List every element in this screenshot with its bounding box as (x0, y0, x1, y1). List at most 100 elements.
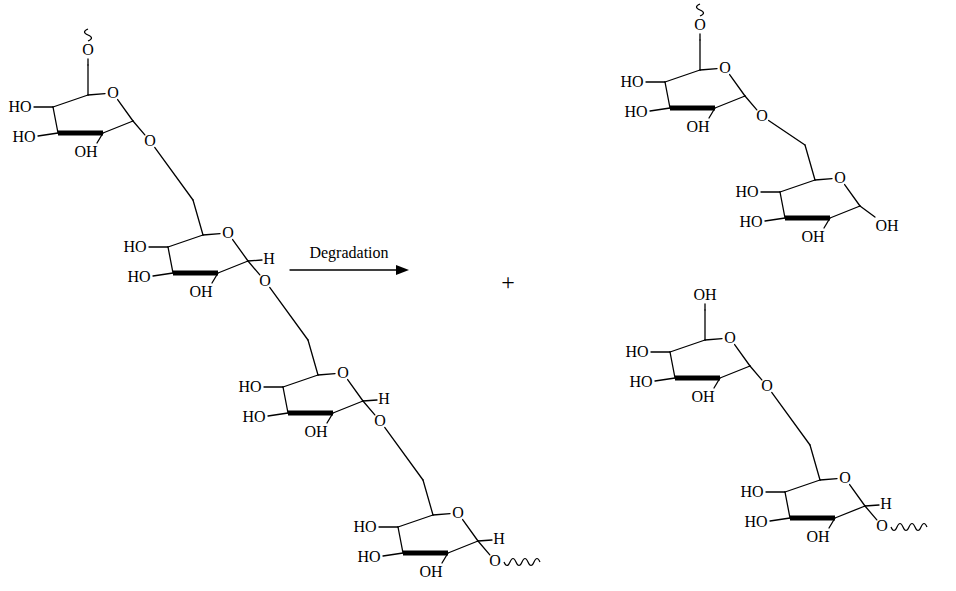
atom-label: OH (806, 529, 829, 545)
bond (830, 206, 860, 218)
atom-label: OH (74, 144, 97, 160)
bond (118, 100, 133, 121)
ring-oxygen: O (452, 505, 464, 521)
bond (363, 401, 375, 415)
bond (463, 520, 478, 541)
bond (88, 94, 105, 95)
glycosidic-oxygen: O (876, 518, 888, 534)
bond (670, 340, 705, 352)
bond (218, 261, 248, 273)
bond (448, 541, 478, 553)
bond (348, 380, 363, 401)
bond (268, 413, 288, 416)
atom-label: HO (123, 239, 146, 255)
bond (363, 400, 377, 401)
bond (780, 180, 815, 192)
bond (865, 506, 877, 520)
wavy-bond (85, 29, 92, 41)
atom-label: HO (353, 519, 376, 535)
bond (168, 235, 203, 247)
bond (270, 287, 308, 340)
bond (383, 553, 403, 556)
bond (53, 107, 58, 133)
bond (745, 96, 757, 110)
ring-oxygen: O (222, 225, 234, 241)
bond (865, 505, 879, 506)
bond (193, 200, 203, 235)
atom-label: OH (304, 424, 327, 440)
bond (433, 514, 450, 515)
bond (785, 480, 820, 492)
bond (670, 352, 675, 378)
bond (168, 247, 173, 273)
bond (715, 96, 745, 108)
ring-oxygen: O (107, 85, 119, 101)
bond (772, 392, 810, 445)
bold-bond (288, 411, 333, 416)
arrow-head (396, 265, 409, 275)
bond (379, 526, 398, 527)
ring-oxygen: O (839, 470, 851, 486)
bond (770, 518, 790, 521)
bond (709, 108, 715, 118)
atom-label: OH (875, 218, 898, 234)
bond (248, 261, 260, 275)
atom-label: OH (189, 284, 212, 300)
bond (665, 82, 670, 108)
glycosidic-oxygen: O (761, 378, 773, 394)
atom-label: HO (624, 104, 647, 120)
glycosidic-oxygen: O (489, 553, 501, 569)
bond (850, 485, 865, 506)
ring-oxygen: O (719, 60, 731, 76)
atom-label: HO (8, 99, 31, 115)
bold-bond (58, 131, 103, 136)
wavy-bond (504, 559, 540, 566)
plus-sign: + (501, 270, 515, 294)
bond (665, 70, 700, 82)
bond (785, 492, 790, 518)
atom-label: HO (740, 484, 763, 500)
atom-label: H (378, 391, 390, 407)
bond (53, 95, 88, 107)
atom-label: OH (691, 389, 714, 405)
atom-label: HO (625, 344, 648, 360)
glycosidic-oxygen: O (756, 108, 768, 124)
wavy-bond (891, 524, 927, 531)
bond (212, 273, 218, 283)
bond (478, 540, 492, 541)
ring-oxygen: O (337, 365, 349, 381)
atom-label: HO (238, 379, 261, 395)
atom-label: OH (801, 229, 824, 245)
bond (766, 491, 785, 492)
bond (699, 34, 700, 40)
bond (103, 121, 133, 133)
bond (845, 185, 860, 206)
bond (327, 413, 333, 423)
ring-oxygen: O (834, 170, 846, 186)
atom-label: HO (242, 409, 265, 425)
bond (149, 246, 168, 247)
bond (829, 518, 835, 528)
bond (264, 386, 283, 387)
bond (651, 351, 670, 352)
bold-bond (403, 551, 448, 556)
glycosidic-oxygen: O (374, 413, 386, 429)
bond (704, 304, 705, 310)
bond (203, 234, 220, 235)
bond (398, 515, 433, 527)
bond (333, 401, 363, 413)
bond (860, 206, 875, 217)
bond (700, 69, 717, 70)
atom-label: HO (739, 214, 762, 230)
bold-bond (790, 516, 835, 521)
atom-label: H (880, 496, 892, 512)
atom-label: HO (127, 269, 150, 285)
atom-label: HO (12, 129, 35, 145)
glycosidic-oxygen: O (259, 273, 271, 289)
bond (780, 192, 785, 218)
bond (233, 240, 248, 261)
atom-label: H (493, 531, 505, 547)
atom-label: HO (357, 549, 380, 565)
bond (398, 527, 403, 553)
